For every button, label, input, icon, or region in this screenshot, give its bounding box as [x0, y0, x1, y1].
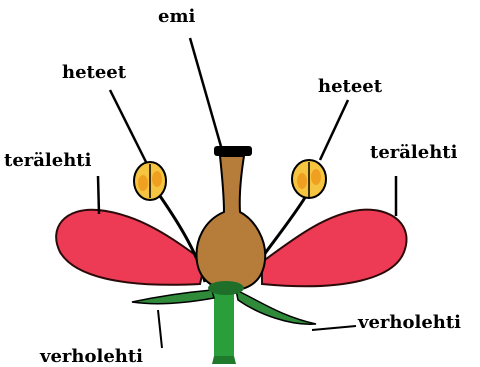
label-sepal-right: verholehti: [358, 314, 461, 332]
label-petal-right: terälehti: [370, 144, 457, 162]
petal-left: [56, 210, 205, 285]
pointer-stamens-left: [110, 90, 146, 162]
stigma: [214, 146, 252, 156]
label-pistil: emi: [158, 8, 195, 26]
label-petal-left: terälehti: [4, 152, 91, 170]
anther-right: [292, 160, 326, 198]
receptacle: [208, 281, 244, 295]
sepal-right: [236, 290, 316, 324]
anther-left: [134, 162, 166, 200]
pointer-sepal-right: [312, 326, 356, 330]
pistil: [197, 156, 266, 290]
stem-base: [212, 356, 236, 364]
pointer-pistil: [190, 38, 222, 150]
label-stamens-left: heteet: [62, 64, 126, 82]
label-sepal-left: verholehti: [40, 348, 143, 366]
pointer-petal-left: [98, 176, 99, 214]
pointer-sepal-left: [158, 310, 162, 348]
stem: [214, 290, 234, 362]
label-stamens-right: heteet: [318, 78, 382, 96]
pointer-stamens-right: [320, 100, 348, 160]
sepal-left: [132, 290, 214, 304]
petal-right: [262, 210, 407, 287]
